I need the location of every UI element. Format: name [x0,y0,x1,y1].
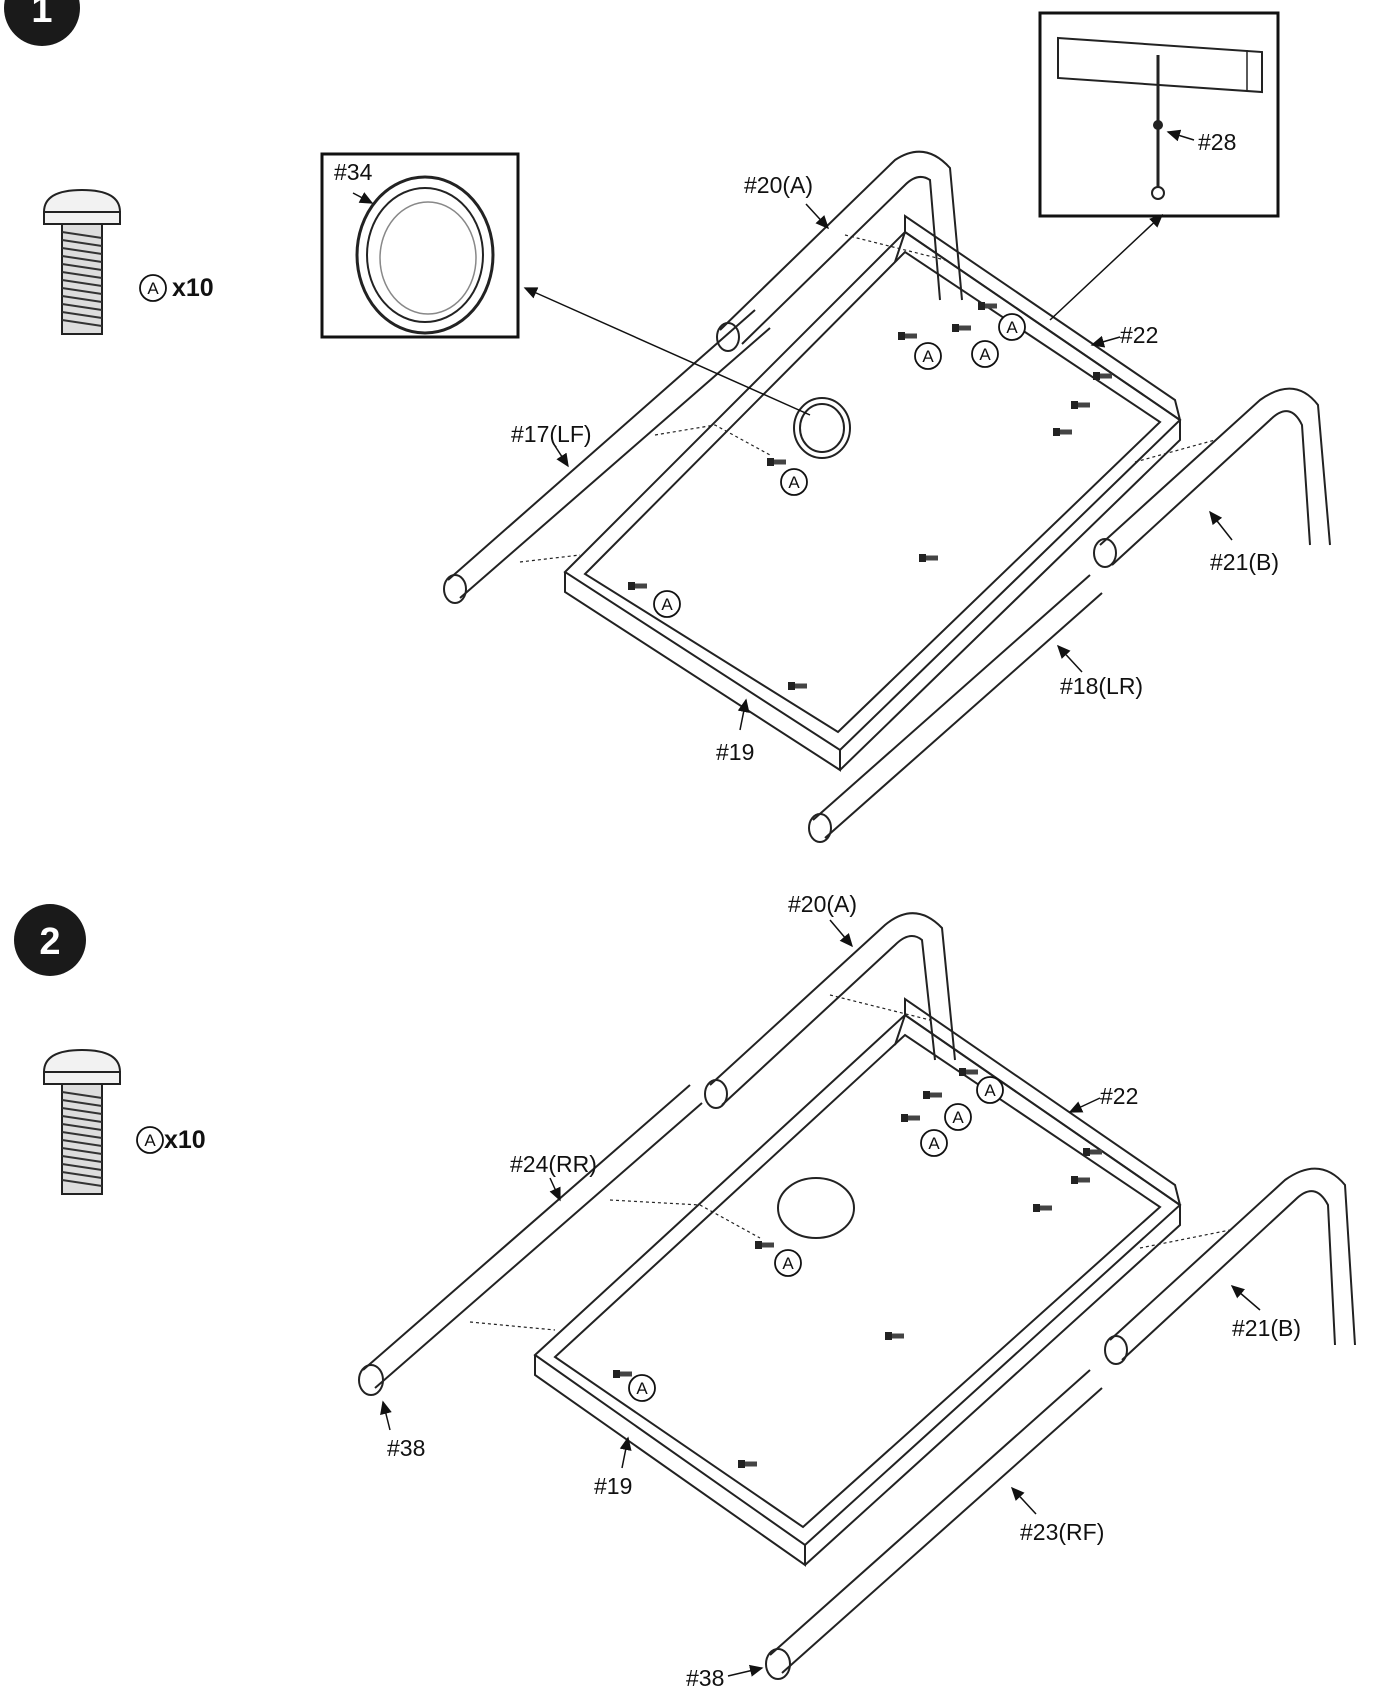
svg-text:A: A [922,347,934,366]
label-part-18lr: #18(LR) [1060,673,1143,699]
label-part-34: #34 [334,159,373,185]
label-part-20a-step1: #20(A) [744,172,813,198]
svg-text:1: 1 [31,0,52,31]
label-part-19-step2: #19 [594,1473,632,1499]
svg-text:A: A [661,595,673,614]
label-part-19-step1: #19 [716,739,754,765]
label-part-38-left: #38 [387,1435,425,1461]
label-part-17lf: #17(LF) [511,421,592,447]
step-1-screw-markers: A A A A A [653,313,1026,618]
label-part-38-bottom: #38 [686,1665,724,1691]
svg-text:A: A [952,1108,964,1127]
step-2-leaders [380,919,1261,1677]
inset-part-28 [1038,11,1280,218]
step-1-hardware-screw-icon [43,189,121,335]
inset-part-34 [320,152,520,339]
label-part-28: #28 [1198,129,1236,155]
svg-text:A: A [147,279,159,298]
svg-text:A: A [928,1134,940,1153]
step-1-badge: 1 [4,0,80,46]
label-part-24rr: #24(RR) [510,1151,597,1177]
step-2-hardware-quantity: x10 [164,1126,206,1154]
svg-text:2: 2 [39,921,60,963]
svg-text:A: A [979,345,991,364]
label-part-21b-step1: #21(B) [1210,549,1279,575]
label-part-22-step2: #22 [1100,1083,1138,1109]
svg-text:A: A [636,1379,648,1398]
step-1-frame [443,150,1331,843]
svg-text:A: A [1006,318,1018,337]
step-1-hardware-letter: A [139,274,167,302]
step-1: 1 A x10 #34 #28 [4,0,1331,843]
step-2-badge: 2 [14,904,86,976]
label-part-23rf: #23(RF) [1020,1519,1104,1545]
label-part-21b-step2: #21(B) [1232,1315,1301,1341]
step-1-leaders [523,203,1233,731]
svg-text:A: A [782,1254,794,1273]
step-2-frame [358,912,1356,1680]
svg-text:A: A [984,1081,996,1100]
step-2-hardware-letter: A [136,1126,164,1154]
step-2: 2 A x10 [14,891,1356,1691]
step-2-hardware-screw-icon [43,1049,121,1195]
step-2-screw-markers: A A A A A [628,1076,1004,1402]
label-part-22-step1: #22 [1120,322,1158,348]
svg-text:A: A [144,1131,156,1150]
label-part-20a-step2: #20(A) [788,891,857,917]
svg-text:A: A [788,473,800,492]
step-1-hardware-quantity: x10 [172,274,214,302]
